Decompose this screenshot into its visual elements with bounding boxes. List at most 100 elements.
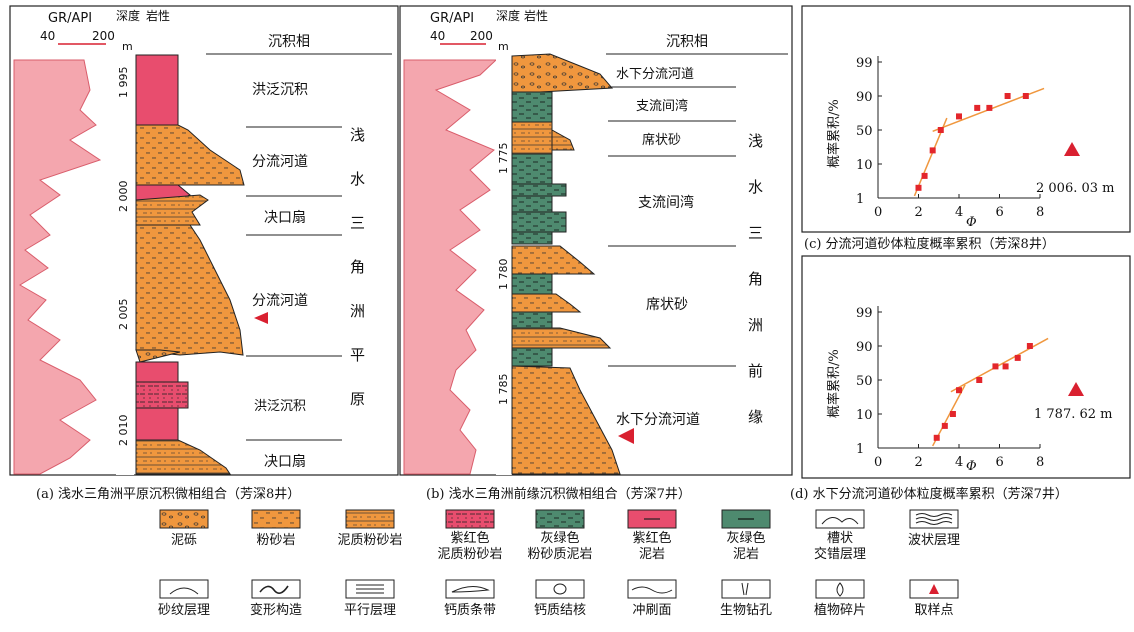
sample-marker	[618, 428, 634, 444]
legend-item-redsilt: 紫红色泥质粉砂岩	[437, 509, 503, 562]
gr-max: 200	[470, 29, 493, 43]
microfacies: 水下分流河道	[616, 67, 694, 82]
data-point	[992, 363, 999, 370]
data-point	[974, 104, 981, 111]
lith-red-mud	[135, 54, 179, 126]
microfacies: 水下分流河道	[616, 412, 700, 428]
x-tick-label: 8	[1036, 455, 1044, 470]
lith-splay-1	[135, 194, 209, 226]
deform-icon	[251, 579, 301, 599]
legend-item-red: 紫红色泥岩	[627, 509, 677, 562]
xlabel: Φ	[966, 215, 977, 230]
x-tick-label: 8	[1036, 205, 1044, 220]
y-tick-label: 50	[856, 124, 873, 139]
mark	[451, 586, 490, 593]
data-point	[929, 147, 936, 154]
mark	[741, 582, 749, 596]
mark	[836, 582, 844, 597]
scour-icon	[627, 579, 677, 599]
legend-label: 波状层理	[908, 533, 960, 548]
data-point	[933, 434, 940, 441]
lith-channel-1	[135, 124, 245, 186]
x-tick-label: 4	[955, 205, 963, 220]
mark	[259, 585, 289, 594]
gr-label: GR/API	[430, 11, 474, 26]
depth-tick-2: 1 780	[497, 259, 510, 291]
legend-label: 灰绿色泥岩	[726, 530, 765, 562]
depth-tick-3: 1 785	[497, 374, 510, 406]
data-point	[1014, 354, 1021, 361]
microfacies: 支流间湾	[636, 98, 688, 114]
lith-sheet-sand	[511, 327, 612, 349]
x-tick-label: 2	[915, 455, 923, 470]
legend-item-sample: 取样点	[909, 579, 959, 618]
microfacies: 决口扇	[264, 454, 306, 470]
panel-b-frame	[399, 5, 793, 476]
panel-d-frame	[801, 255, 1131, 479]
y-tick-label: 90	[856, 90, 873, 105]
gr-min: 40	[430, 29, 445, 43]
y-tick-label: 1	[856, 442, 864, 457]
depth-column	[116, 55, 134, 475]
data-point	[1002, 363, 1009, 370]
legend-item-scour: 冲刷面	[627, 579, 677, 618]
data-point	[941, 422, 948, 429]
mark	[915, 517, 953, 521]
lith-green	[511, 91, 553, 123]
msilt-icon	[345, 509, 395, 529]
lith-green	[511, 183, 567, 197]
ca-nod-icon	[535, 579, 585, 599]
legend-item-wavy: 波状层理	[908, 509, 960, 548]
microfacies: 决口扇	[264, 210, 306, 226]
panel-a: GR/API 40 200 深度 m 岩性 沉积相 1 995 2 000 2 …	[13, 8, 392, 475]
microfacies: 洪泛沉积	[252, 82, 308, 98]
legend-item-ripple: 砂纹层理	[158, 579, 210, 618]
depth-label: 深度	[116, 8, 140, 23]
legend-label: 粉砂岩	[256, 533, 295, 548]
lith-label: 岩性	[146, 8, 170, 23]
lith-channel	[511, 53, 614, 93]
gr-min: 40	[40, 29, 55, 43]
lith-green	[511, 273, 553, 295]
greenm-icon	[535, 509, 585, 529]
burrow-icon	[721, 579, 771, 599]
legend-label: 灰绿色粉砂质泥岩	[527, 530, 592, 562]
legend-item-gravel: 泥砾	[159, 509, 209, 548]
legend-item-parallel: 平行层理	[344, 579, 396, 618]
depth-unit: m	[122, 40, 133, 53]
facies-name-vertical: 浅水三角洲平原	[350, 126, 365, 408]
facies-name-vertical: 浅水三角洲前缘	[748, 132, 763, 426]
legend-label: 变形构造	[250, 602, 302, 618]
gravel-icon	[159, 509, 209, 529]
depth-tick-1: 1 775	[497, 143, 510, 175]
silt-icon	[251, 509, 301, 529]
legend-label: 槽状交错层理	[814, 531, 866, 562]
legend-label: 砂纹层理	[158, 603, 210, 618]
legend-label: 平行层理	[344, 603, 396, 618]
lith-label: 岩性	[524, 8, 548, 23]
legend: 泥砾粉砂岩泥质粉砂岩紫红色泥质粉砂岩灰绿色粉砂质泥岩紫红色泥岩灰绿色泥岩槽状交错…	[158, 509, 960, 618]
mark	[169, 587, 199, 595]
legend-item-ca-nod: 钙质结核	[534, 579, 586, 618]
legend-label: 生物钻孔	[720, 603, 772, 618]
depth-tick-1: 1 995	[117, 67, 130, 99]
lith-green	[511, 211, 567, 233]
data-point	[1022, 93, 1029, 99]
depth-tick-3: 2 005	[117, 299, 130, 331]
sample-marker	[1068, 382, 1084, 396]
legend-label: 钙质条带	[444, 602, 496, 618]
lith-red-silt	[135, 381, 189, 409]
ylabel: 概率累积/%	[826, 349, 842, 418]
data-point	[1026, 343, 1033, 349]
trough-icon	[815, 509, 865, 529]
lith-sheet-sand	[511, 293, 582, 313]
sample-marker	[1064, 142, 1080, 156]
y-tick-label: 99	[856, 306, 873, 321]
sample-marker	[254, 312, 268, 324]
y-tick-label: 1	[856, 192, 864, 207]
y-tick-label: 99	[856, 56, 873, 71]
legend-item-greenm: 灰绿色粉砂质泥岩	[527, 509, 593, 562]
legend-label: 钙质结核	[534, 603, 586, 618]
x-tick-label: 0	[874, 455, 882, 470]
